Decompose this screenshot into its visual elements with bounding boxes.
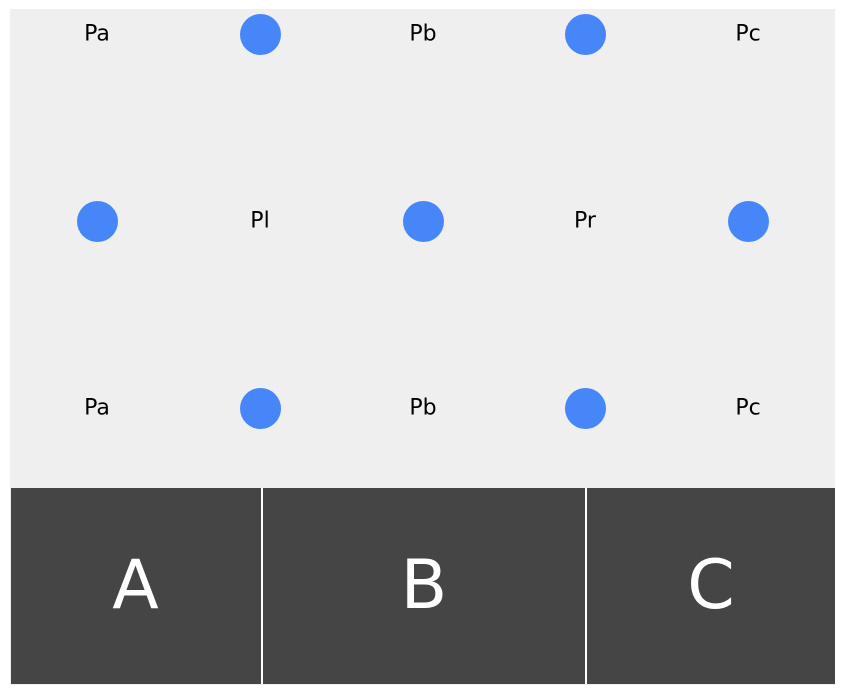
key-bar: A B C (11, 488, 835, 684)
node-label-text: Pa (84, 21, 110, 47)
node-label-text: Pc (735, 21, 761, 47)
key-b[interactable]: B (261, 488, 585, 684)
node-label-text: Pb (409, 395, 437, 421)
dot-marker[interactable] (402, 200, 444, 242)
node-label-text: Pa (84, 395, 110, 421)
dot-marker[interactable] (564, 387, 606, 429)
node-label-text: Pl (250, 208, 270, 234)
node-label-text: Pb (409, 21, 437, 47)
dot-marker[interactable] (239, 13, 281, 55)
key-c[interactable]: C (585, 488, 835, 684)
node-label-text: Pr (574, 208, 596, 234)
dot-marker[interactable] (727, 200, 769, 242)
key-a[interactable]: A (112, 546, 159, 625)
dot-marker[interactable] (564, 13, 606, 55)
node-label-text: Pc (735, 395, 761, 421)
dot-marker[interactable] (239, 387, 281, 429)
dot-marker[interactable] (76, 200, 118, 242)
